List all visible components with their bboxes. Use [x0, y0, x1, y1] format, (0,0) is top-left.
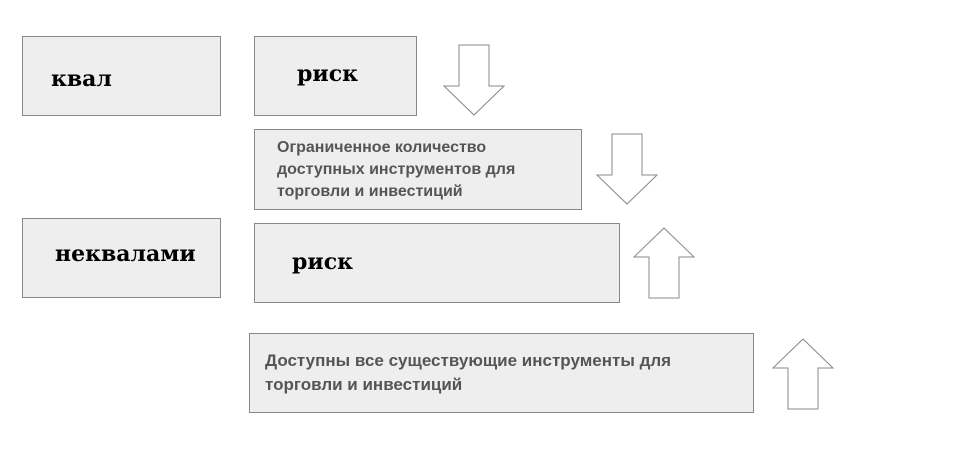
arrow-down-icon — [596, 133, 658, 205]
arrow-up-icon — [772, 338, 834, 410]
qual-label: квал — [51, 66, 112, 92]
nonqual-box — [22, 218, 221, 298]
qual-instruments-box — [254, 129, 582, 210]
qual-box — [22, 36, 221, 116]
qual-instruments-text: Ограниченное количество доступных инстру… — [277, 139, 516, 200]
arrow-up-icon — [633, 227, 695, 299]
nonqual-instruments-text: Доступны все существующие инструменты дл… — [265, 351, 672, 394]
qual-risk-box — [254, 36, 417, 116]
qual-risk-label: риск — [297, 61, 358, 87]
nonqual-instruments-box — [249, 333, 754, 413]
nonqual-risk-label: риск — [292, 249, 353, 275]
nonqual-label: неквалами — [55, 241, 196, 267]
arrow-down-icon — [443, 44, 505, 116]
nonqual-risk-box — [254, 223, 620, 303]
